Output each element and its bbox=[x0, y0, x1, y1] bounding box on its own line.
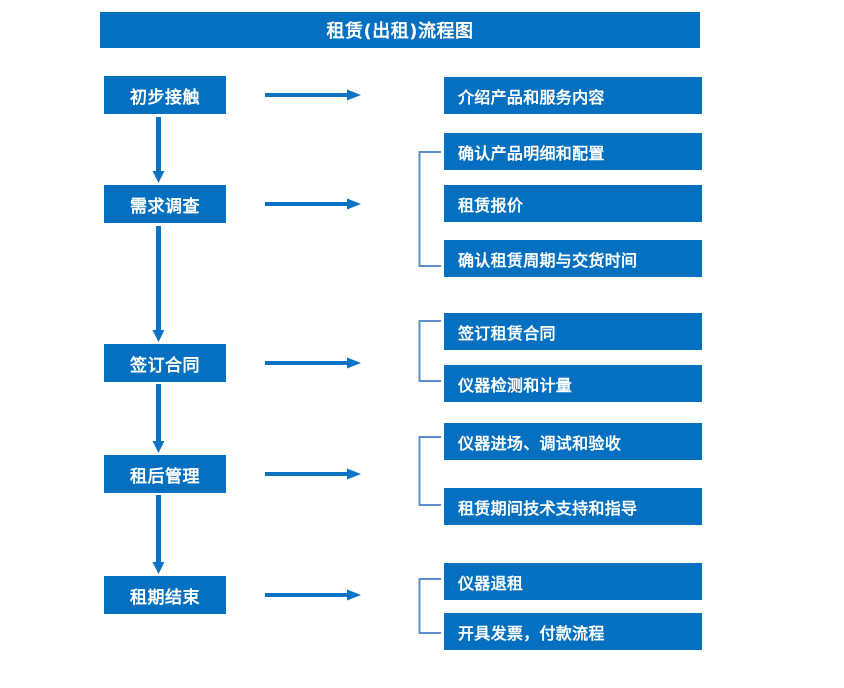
group-bracket bbox=[418, 436, 442, 506]
stage-box[interactable]: 租后管理 bbox=[104, 455, 226, 493]
group-bracket bbox=[418, 320, 442, 382]
arrow-right-icon bbox=[265, 198, 361, 210]
arrow-down-icon bbox=[150, 384, 166, 453]
detail-box[interactable]: 仪器进场、调试和验收 bbox=[444, 423, 702, 460]
detail-box[interactable]: 仪器退租 bbox=[444, 563, 702, 600]
arrow-right-icon bbox=[265, 589, 361, 601]
detail-box[interactable]: 确认租赁周期与交货时间 bbox=[444, 240, 702, 277]
stage-box[interactable]: 签订合同 bbox=[104, 344, 226, 382]
group-bracket bbox=[418, 151, 442, 267]
detail-box[interactable]: 开具发票，付款流程 bbox=[444, 613, 702, 650]
stage-box[interactable]: 初步接触 bbox=[104, 76, 226, 114]
arrow-down-icon bbox=[150, 117, 166, 183]
arrow-down-icon bbox=[150, 226, 166, 342]
arrow-right-icon bbox=[265, 89, 361, 101]
arrow-right-icon bbox=[265, 357, 361, 369]
stage-box[interactable]: 租期结束 bbox=[104, 576, 226, 614]
page-title: 租赁(出租)流程图 bbox=[100, 12, 700, 48]
detail-box[interactable]: 确认产品明细和配置 bbox=[444, 133, 702, 170]
detail-box[interactable]: 介绍产品和服务内容 bbox=[444, 77, 702, 114]
stage-box[interactable]: 需求调查 bbox=[104, 185, 226, 223]
arrow-down-icon bbox=[150, 495, 166, 574]
detail-box[interactable]: 仪器检测和计量 bbox=[444, 365, 702, 402]
detail-box[interactable]: 租赁期间技术支持和指导 bbox=[444, 488, 702, 525]
group-bracket bbox=[418, 578, 442, 634]
arrow-right-icon bbox=[265, 468, 361, 480]
detail-box[interactable]: 签订租赁合同 bbox=[444, 313, 702, 350]
detail-box[interactable]: 租赁报价 bbox=[444, 185, 702, 222]
